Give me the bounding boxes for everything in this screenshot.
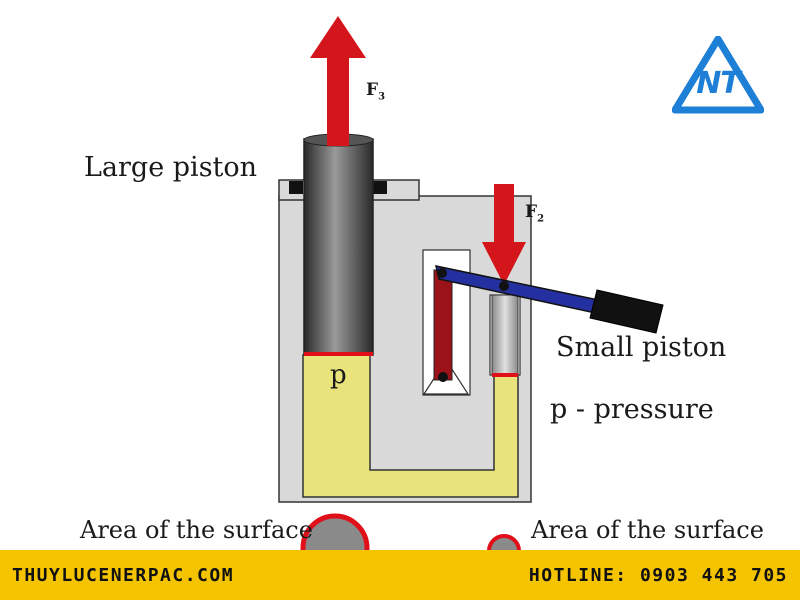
small-piston — [491, 294, 519, 376]
large-piston-label: Large piston — [84, 152, 258, 183]
brand-logo-triangle — [671, 35, 765, 114]
force-f3-label: F3 — [366, 80, 385, 102]
force-f2-arrow — [482, 184, 526, 285]
force-f2-label: F2 — [525, 202, 544, 224]
small-area-circle — [487, 534, 521, 550]
seal-right — [373, 181, 387, 194]
area-label-left: Area of the surface — [80, 516, 313, 544]
footer-website[interactable]: THUYLUCENERPAC.COM — [12, 565, 235, 586]
force-f3-arrow — [310, 16, 366, 146]
small-piston-label: Small piston — [556, 332, 727, 363]
force-f3-letter: F — [366, 80, 379, 100]
lever-pivot-joint — [437, 268, 447, 278]
force-f2-letter: F — [525, 202, 538, 222]
pivot-bar — [433, 269, 453, 381]
footer-hotline[interactable]: HOTLINE: 0903 443 705 — [528, 565, 788, 586]
large-piston — [303, 138, 374, 356]
pressure-label: p - pressure — [550, 394, 714, 425]
lever-grip — [589, 289, 664, 334]
lever-piston-joint — [499, 281, 509, 291]
seal-left — [289, 181, 303, 194]
area-label-right: Area of the surface — [531, 516, 764, 544]
force-f2-subscript: 2 — [537, 213, 545, 225]
brand-logo: NT — [671, 35, 765, 114]
brand-logo-text: NT — [696, 66, 741, 101]
large-area-circle — [300, 513, 370, 550]
pivot-bottom-joint — [438, 372, 448, 382]
hydraulic-press-diagram — [278, 16, 664, 550]
pressure-symbol: p — [330, 360, 347, 390]
footer-banner: THUYLUCENERPAC.COM HOTLINE: 0903 443 705 — [0, 550, 800, 600]
force-f3-subscript: 3 — [378, 91, 386, 103]
